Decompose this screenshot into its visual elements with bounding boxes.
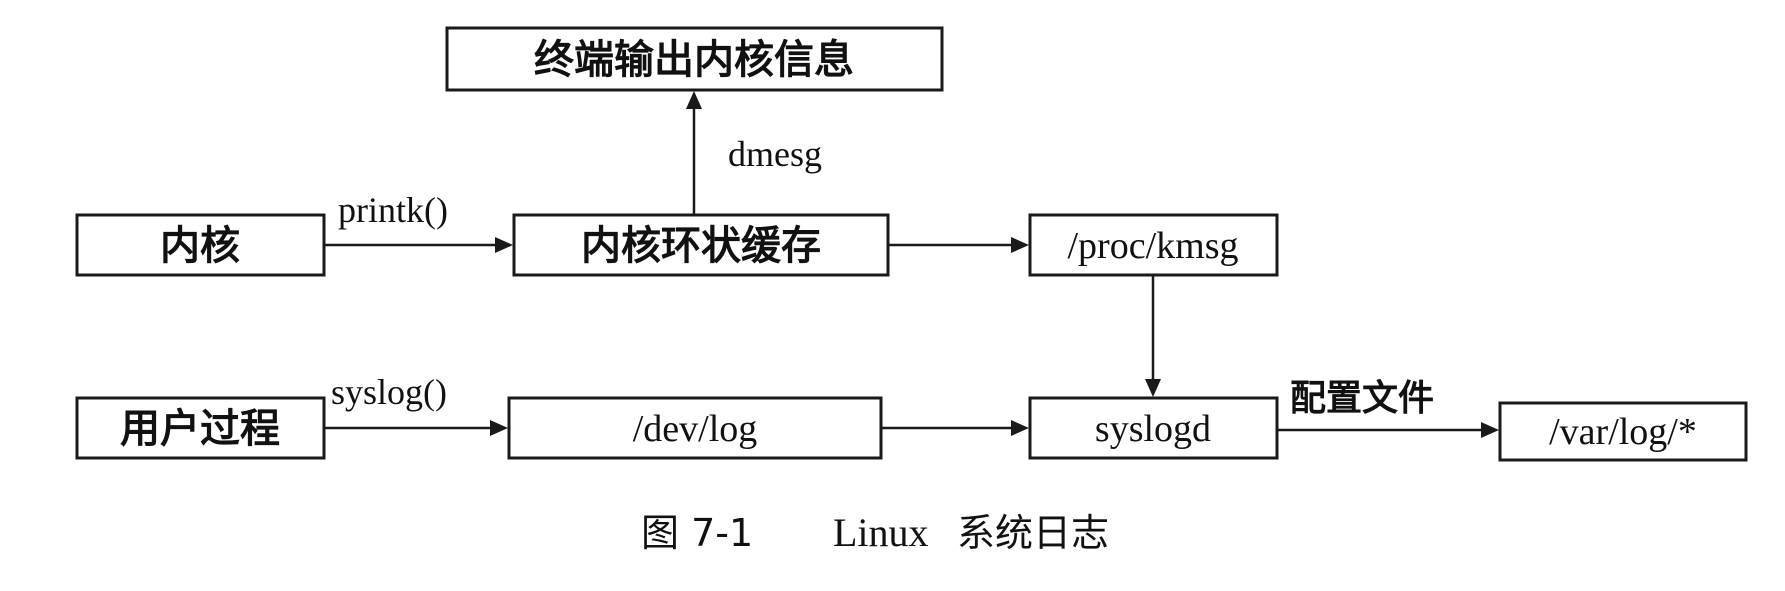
edge-ringbuffer-to-kmsg [888,237,1029,253]
figure-caption: 图 7-1 Linux 系统日志 [641,510,1109,555]
node-var-log-label: /var/log/* [1549,411,1697,453]
edge-devlog-to-syslogd [881,420,1029,436]
edge-printk: printk() [324,190,513,253]
node-user-process: 用户过程 [75,396,326,460]
node-dev-log-label: /dev/log [633,408,758,450]
figure-title-cjk: 系统日志 [957,511,1109,555]
figure-title-latin: Linux [833,510,929,555]
node-kernel-label: 内核 [160,223,240,269]
edge-config-file-label: 配置文件 [1290,378,1434,419]
node-kernel: 内核 [75,213,326,277]
node-proc-kmsg: /proc/kmsg [1028,213,1279,277]
node-proc-kmsg-label: /proc/kmsg [1068,225,1239,267]
edge-kmsg-to-syslogd [1145,275,1161,397]
node-syslogd: syslogd [1028,396,1279,460]
node-terminal-output-label: 终端输出内核信息 [534,37,854,83]
edge-syslog: syslog() [324,372,508,436]
node-kernel-ring-buffer: 内核环状缓存 [512,213,890,277]
edge-syslog-label: syslog() [331,372,447,412]
edge-dmesg: dmesg [686,91,822,215]
node-kernel-ring-buffer-label: 内核环状缓存 [581,223,821,269]
node-var-log: /var/log/* [1498,401,1748,462]
node-dev-log: /dev/log [507,396,883,460]
edge-dmesg-label: dmesg [728,134,822,174]
node-terminal-output: 终端输出内核信息 [445,26,944,92]
node-user-process-label: 用户过程 [120,406,280,452]
edge-printk-label: printk() [338,190,448,230]
figure-number: 图 7-1 [641,511,753,555]
edge-config-file: 配置文件 [1277,378,1499,438]
node-syslogd-label: syslogd [1095,408,1211,450]
